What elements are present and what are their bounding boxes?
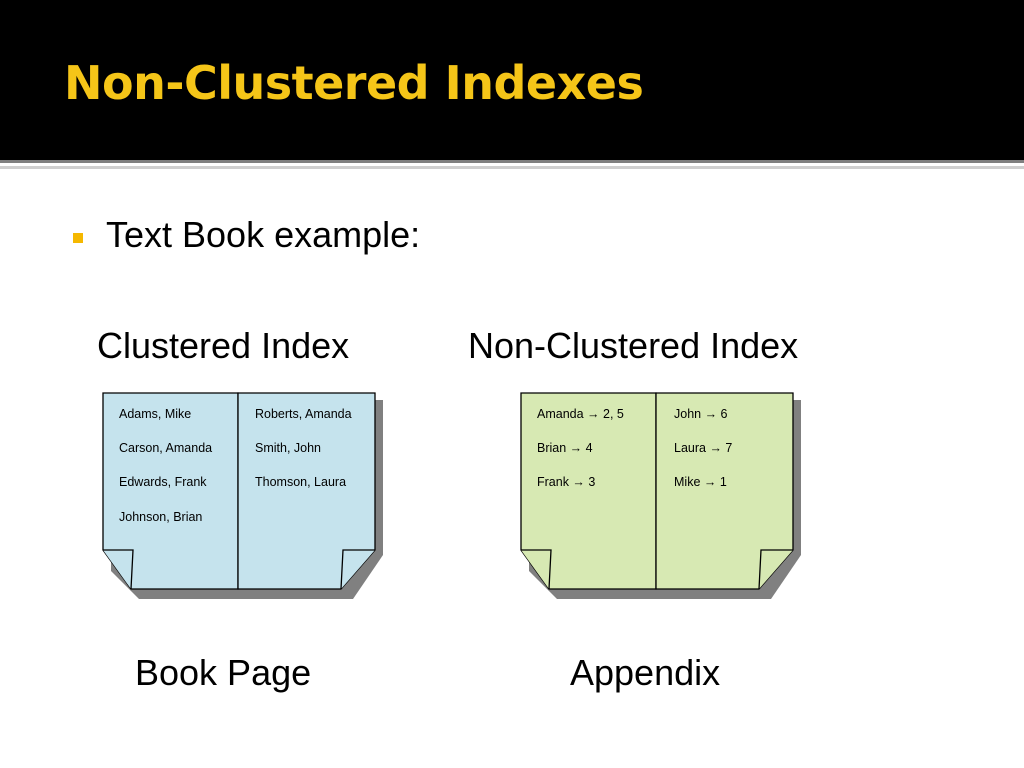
book-page-caption: Book Page — [135, 652, 312, 693]
nonclustered-left-entry: Frank → 3 — [537, 475, 595, 489]
clustered-right-entry: Thomson, Laura — [255, 475, 346, 489]
book-left-page — [102, 392, 239, 590]
clustered-index-heading: Clustered Index — [97, 325, 350, 366]
book-left-page — [520, 392, 657, 590]
clustered-right-entry: Roberts, Amanda — [255, 407, 352, 421]
title-bar — [0, 0, 1024, 160]
clustered-book-diagram: Adams, Mike Carson, Amanda Edwards, Fran… — [102, 392, 383, 599]
clustered-right-entry: Smith, John — [255, 441, 321, 455]
clustered-left-entry: Johnson, Brian — [119, 510, 202, 524]
nonclustered-right-entry: Mike → 1 — [674, 475, 727, 489]
nonclustered-left-entry: Amanda → 2, 5 — [537, 407, 624, 421]
slide-title: Non-Clustered Indexes — [64, 56, 644, 110]
clustered-left-entry: Adams, Mike — [119, 407, 191, 421]
clustered-left-entry: Carson, Amanda — [119, 441, 212, 455]
nonclustered-left-entry: Brian → 4 — [537, 441, 593, 455]
nonclustered-book-diagram: Amanda → 2, 5 Brian → 4 Frank → 3 John →… — [520, 392, 801, 599]
title-divider — [0, 160, 1024, 163]
page-curl-right — [340, 549, 375, 590]
title-divider-light — [0, 166, 1024, 169]
nonclustered-right-entry: Laura → 7 — [674, 441, 732, 455]
nonclustered-right-entry: John → 6 — [674, 407, 728, 421]
nonclustered-index-heading: Non-Clustered Index — [468, 325, 799, 366]
appendix-caption: Appendix — [570, 652, 721, 693]
page-curl-left — [521, 549, 552, 590]
page-curl-right — [758, 549, 793, 590]
page-curl-left — [103, 549, 134, 590]
bullet-square-icon — [73, 233, 83, 243]
clustered-left-entry: Edwards, Frank — [119, 475, 207, 489]
bullet-text: Text Book example: — [106, 214, 421, 255]
